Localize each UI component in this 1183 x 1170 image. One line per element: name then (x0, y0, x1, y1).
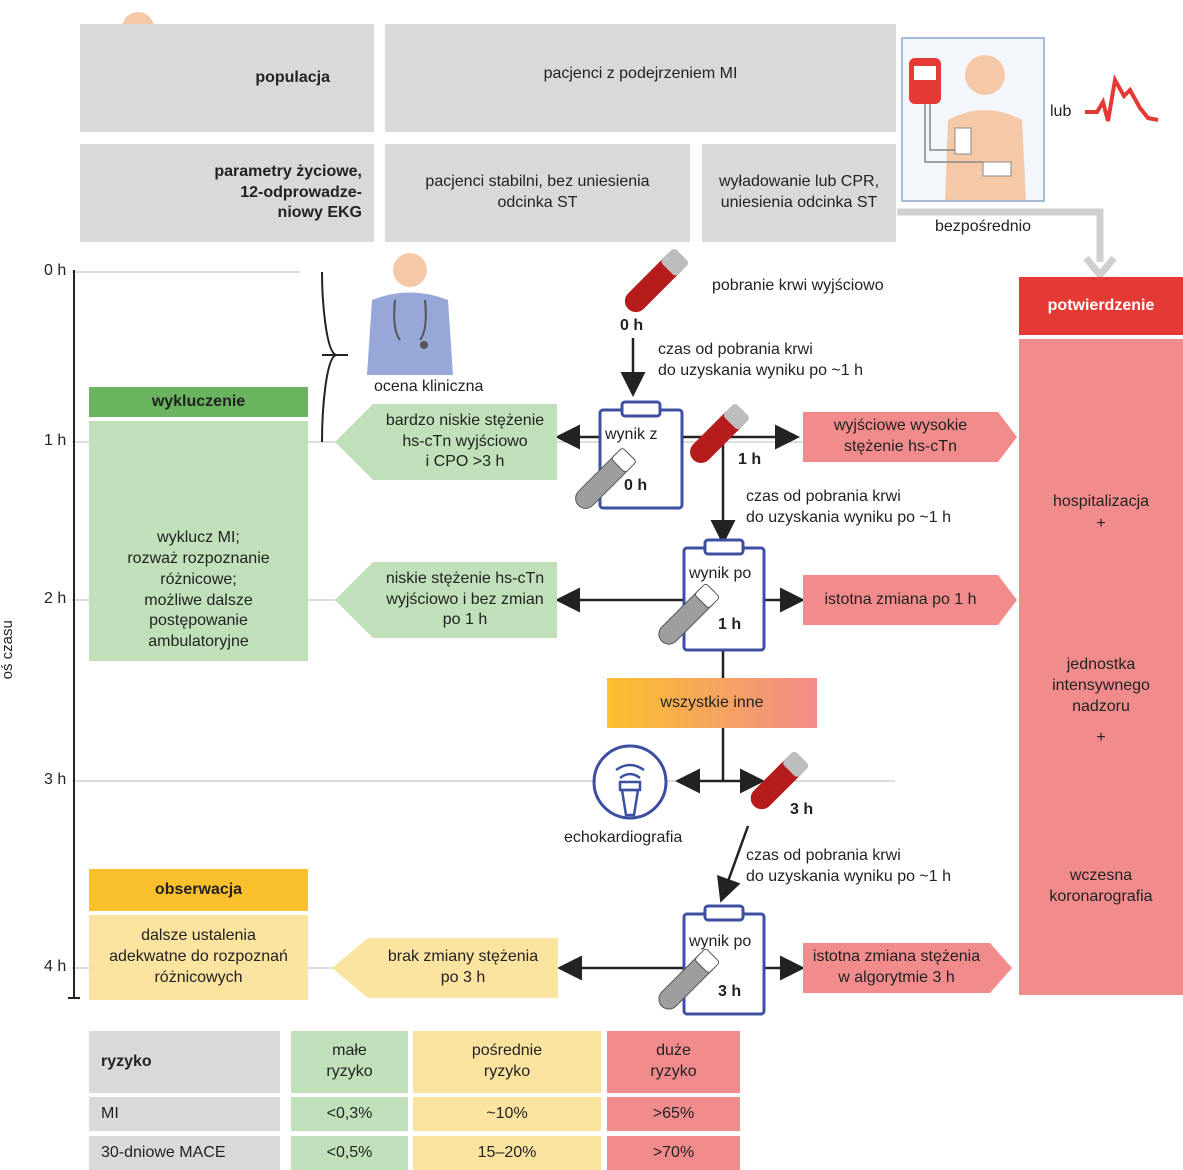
chevron-left-icon (335, 404, 373, 480)
doctor-icon (367, 253, 453, 375)
low-no-change-label: niskie stężenie hs-cTn wyjściowo i bez z… (385, 569, 545, 629)
blood-tube-icon-0h (624, 249, 688, 313)
result-3h-time: 3 h (718, 983, 742, 1000)
population-label: populacja (255, 68, 330, 86)
high-baseline-label: wyjściowe wysokie stężenie hs-cTn (833, 417, 968, 455)
significant-1h-label: istotna zmiana po 1 h (824, 590, 977, 608)
defibrillator-patient-icon (901, 37, 1045, 202)
unstable-patients-cell: wyładowanie lub CPR, uniesienia odcinka … (702, 144, 896, 242)
stable-patients-label: pacjenci stabilni, bez uniesienia odcink… (425, 173, 650, 211)
hour-tick-2h: 2 h (44, 590, 67, 607)
clinical-assessment-label: ocena kliniczna (374, 378, 484, 395)
icu-label: jednostka intensywnego nadzoru (1052, 656, 1150, 715)
clipboard-icon-0h (575, 400, 684, 510)
vitals-label: parametry życiowe, 12-odprowadze- niowy … (214, 162, 362, 222)
hospitalization-label: hospitalizacja (1052, 493, 1150, 510)
result-3h-title: wynik po (689, 933, 752, 950)
no-change-3h-label: brak zmiany stężenia po 3 h (387, 948, 539, 986)
risk-cell: 15–20% (413, 1136, 601, 1170)
confirmation-title-bar: potwierdzenie (1019, 277, 1183, 335)
risk-header-label: ryzyko (89, 1031, 280, 1093)
ecg-trace-icon (1085, 74, 1159, 122)
observation-title: obserwacja (154, 880, 243, 898)
no-change-3h-box: brak zmiany stężenia po 3 h (368, 938, 558, 998)
rule-out-panel: wyklucz MI; rozważ rozpoznanie różnicowe… (89, 421, 308, 661)
rule-out-title-bar: wykluczenie (89, 387, 308, 417)
rule-out-body: wyklucz MI; rozważ rozpoznanie różnicowe… (127, 529, 270, 651)
direct-label: bezpośrednio (935, 218, 1032, 235)
result-0h-title: wynik z (605, 426, 658, 443)
risk-row-label: MI (89, 1097, 280, 1131)
tube-0h-label: 0 h (620, 317, 644, 334)
observation-panel: dalsze ustalenia adekwatne do rozpoznań … (89, 915, 308, 1000)
direct-arrow (897, 208, 1104, 262)
hour-tick-4h: 4 h (44, 958, 67, 975)
echo-probe-icon (592, 744, 668, 820)
observation-title-bar: obserwacja (89, 869, 308, 911)
observation-body: dalsze ustalenia adekwatne do rozpoznań … (109, 927, 288, 986)
risk-header-intermediate: pośrednie ryzyko (413, 1031, 601, 1093)
blood-tube-icon-3h (750, 751, 809, 810)
confirmation-title: potwierdzenie (1047, 296, 1155, 314)
result-1h-time: 1 h (718, 616, 742, 633)
risk-cell: >70% (607, 1136, 740, 1170)
interval-note-2: czas od pobrania krwi do uzyskania wynik… (746, 488, 952, 526)
chevron-left-icon (332, 938, 368, 998)
significant-3h-box: istotna zmiana stężenia w algorytmie 3 h (803, 943, 990, 993)
interval-note-3: czas od pobrania krwi do uzyskania wynik… (746, 847, 952, 885)
population-label-cell: populacja (80, 24, 374, 132)
risk-cell: >65% (607, 1097, 740, 1131)
rule-out-title: wykluczenie (151, 392, 246, 410)
hour-tick-3h: 3 h (44, 771, 67, 788)
risk-row-label: 30-dniowe MACE (89, 1136, 280, 1170)
very-low-label: bardzo niskie stężenie hs-cTn wyjściowo … (385, 411, 545, 471)
hour-tick-1h: 1 h (44, 432, 67, 449)
brace-icon (321, 271, 340, 443)
clipboard-icon-3h (658, 904, 766, 1016)
risk-header-high: duże ryzyko (607, 1031, 740, 1093)
time-axis-label: oś czasu (0, 620, 16, 680)
plus-2: + (1096, 729, 1106, 746)
interval-note-1: czas od pobrania krwi do uzyskania wynik… (658, 341, 864, 379)
risk-cell: <0,3% (291, 1097, 408, 1131)
all-others-box: wszystkie inne (607, 678, 817, 728)
or-label: lub (1050, 103, 1072, 120)
very-low-box: bardzo niskie stężenie hs-cTn wyjściowo … (373, 404, 557, 480)
chevron-right-icon (990, 943, 1012, 993)
plus-1: + (1096, 515, 1106, 532)
echo-label: echokardiografia (564, 829, 683, 846)
result-0h-time: 0 h (624, 477, 648, 494)
chevron-right-icon (998, 412, 1017, 462)
population-value-cell: pacjenci z podejrzeniem MI (385, 24, 896, 132)
risk-header-low: małe ryzyko (291, 1031, 408, 1093)
unstable-patients-label: wyładowanie lub CPR, uniesienia odcinka … (718, 173, 880, 211)
tube-3h-label: 3 h (790, 801, 814, 818)
low-no-change-box: niskie stężenie hs-cTn wyjściowo i bez z… (373, 562, 557, 638)
population-value: pacjenci z podejrzeniem MI (543, 65, 738, 82)
risk-cell: ~10% (413, 1097, 601, 1131)
confirmation-panel (1019, 339, 1183, 995)
stable-patients-cell: pacjenci stabilni, bez uniesienia odcink… (385, 144, 690, 242)
tube-1h-label: 1 h (738, 451, 762, 468)
significant-3h-label: istotna zmiana stężenia w algorytmie 3 h (812, 948, 981, 986)
significant-1h-box: istotna zmiana po 1 h (803, 575, 998, 625)
result-1h-title: wynik po (689, 565, 752, 582)
clipboard-icon-1h (658, 538, 766, 652)
all-others-label: wszystkie inne (660, 693, 764, 711)
vitals-label-cell: parametry życiowe, 12-odprowadze- niowy … (80, 144, 374, 242)
high-baseline-box: wyjściowe wysokie stężenie hs-cTn (803, 412, 998, 462)
blood-tube-icon-1h (690, 404, 749, 463)
angiography-label: wczesna koronarografia (1049, 867, 1153, 905)
risk-cell: <0,5% (291, 1136, 408, 1170)
chevron-left-icon (335, 562, 373, 638)
hour-tick-0h: 0 h (44, 262, 67, 279)
chevron-right-icon (998, 575, 1017, 625)
baseline-draw-label: pobranie krwi wyjściowo (712, 277, 884, 294)
arrow-to-result-3h (717, 825, 750, 903)
